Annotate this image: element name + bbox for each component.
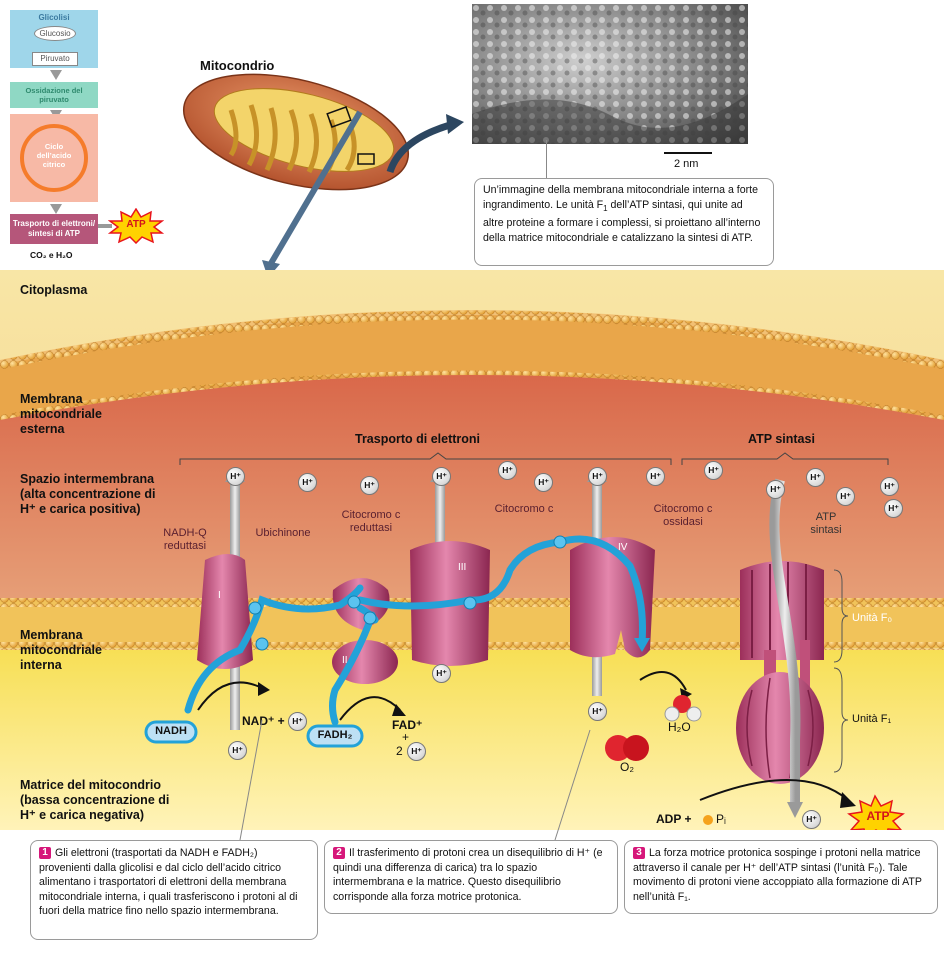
micrograph-caption: Un’immagine della membrana mitocondriale… [474,178,774,266]
hplus-ion: H⁺ [884,499,903,518]
products-label: CO₂ e H₂O [30,250,73,260]
roman-iv: IV [618,542,627,553]
scale-label: 2 nm [674,158,698,170]
hplus-ion: H⁺ [432,467,451,486]
label-citocromo-ossidasi: Citocromo c ossidasi [648,503,718,529]
roman-iii: III [458,562,466,573]
roman-ii: II [342,655,348,666]
hplus-ion: H⁺ [836,487,855,506]
zone-spazio-intermembrana: Spazio intermembrana (alta concentrazion… [20,472,170,517]
micrograph-pointer-line [546,140,547,180]
ossidazione-box: Ossidazione del piruvato [10,82,98,108]
callout-2-text: Il trasferimento di protoni crea un dise… [333,847,603,903]
label-nadhq-reduttasi: NADH-Q reduttasi [150,527,220,553]
hplus-ion: H⁺ [646,467,665,486]
zoom-arrows [250,100,480,280]
hplus-ion: H⁺ [298,473,317,492]
mini-atp-label: ATP [120,219,152,230]
arrow-down-1 [50,70,62,80]
label-citocromo-c: Citocromo c [484,503,564,516]
trasporto-box: Trasporto di elettroni/ sintesi di ATP [10,214,98,244]
micrograph-image [472,4,748,144]
callout-3-number: 3 [633,847,645,859]
label-citocromo-reduttasi: Citocromo c reduttasi [336,509,406,535]
zone-citoplasma: Citoplasma [20,283,87,298]
zone-membrana-interna: Membrana mitocondriale interna [20,628,120,673]
ciclo-label: Ciclo dell’acido citrico [32,142,76,169]
label-unita-f0: Unità F₀ [852,612,892,624]
hplus-ion: H⁺ [588,467,607,486]
header-atp-sintasi: ATP sintasi [748,432,815,446]
callout-3-text: La forza motrice protonica sospinge i pr… [633,847,922,903]
callout-2-number: 2 [333,847,345,859]
header-trasporto-elettroni: Trasporto di elettroni [355,432,480,446]
hplus-ion: H⁺ [704,461,723,480]
zone-membrana-esterna: Membrana mitocondriale esterna [20,392,110,437]
hplus-ion: H⁺ [766,480,785,499]
glicolisi-label: Glicolisi [10,13,98,22]
piruvato-label: Piruvato [32,52,78,66]
glicolisi-box: Glicolisi Glucosio Piruvato [10,10,98,68]
hplus-ion: H⁺ [880,477,899,496]
hplus-ion: H⁺ [534,473,553,492]
ciclo-box: Ciclo dell’acido citrico [10,114,98,202]
scale-bar [664,152,712,154]
callout-1-number: 1 [39,847,51,859]
hplus-ion: H⁺ [498,461,517,480]
callout-1-text: Gli elettroni (trasportati da NADH e FAD… [39,847,298,917]
callout-pointers [0,690,944,850]
hplus-ion: H⁺ [432,664,451,683]
hplus-ion: H⁺ [360,476,379,495]
arrow-down-3 [50,204,62,214]
glucosio-label: Glucosio [34,26,76,41]
roman-i: I [218,590,221,601]
label-ubichinone: Ubichinone [248,527,318,540]
pathway-panel: Glicolisi Glucosio Piruvato Ossidazione … [0,0,175,270]
label-atp-sintasi: ATP sintasi [804,511,848,537]
hplus-ion: H⁺ [226,467,245,486]
hplus-ion: H⁺ [806,468,825,487]
